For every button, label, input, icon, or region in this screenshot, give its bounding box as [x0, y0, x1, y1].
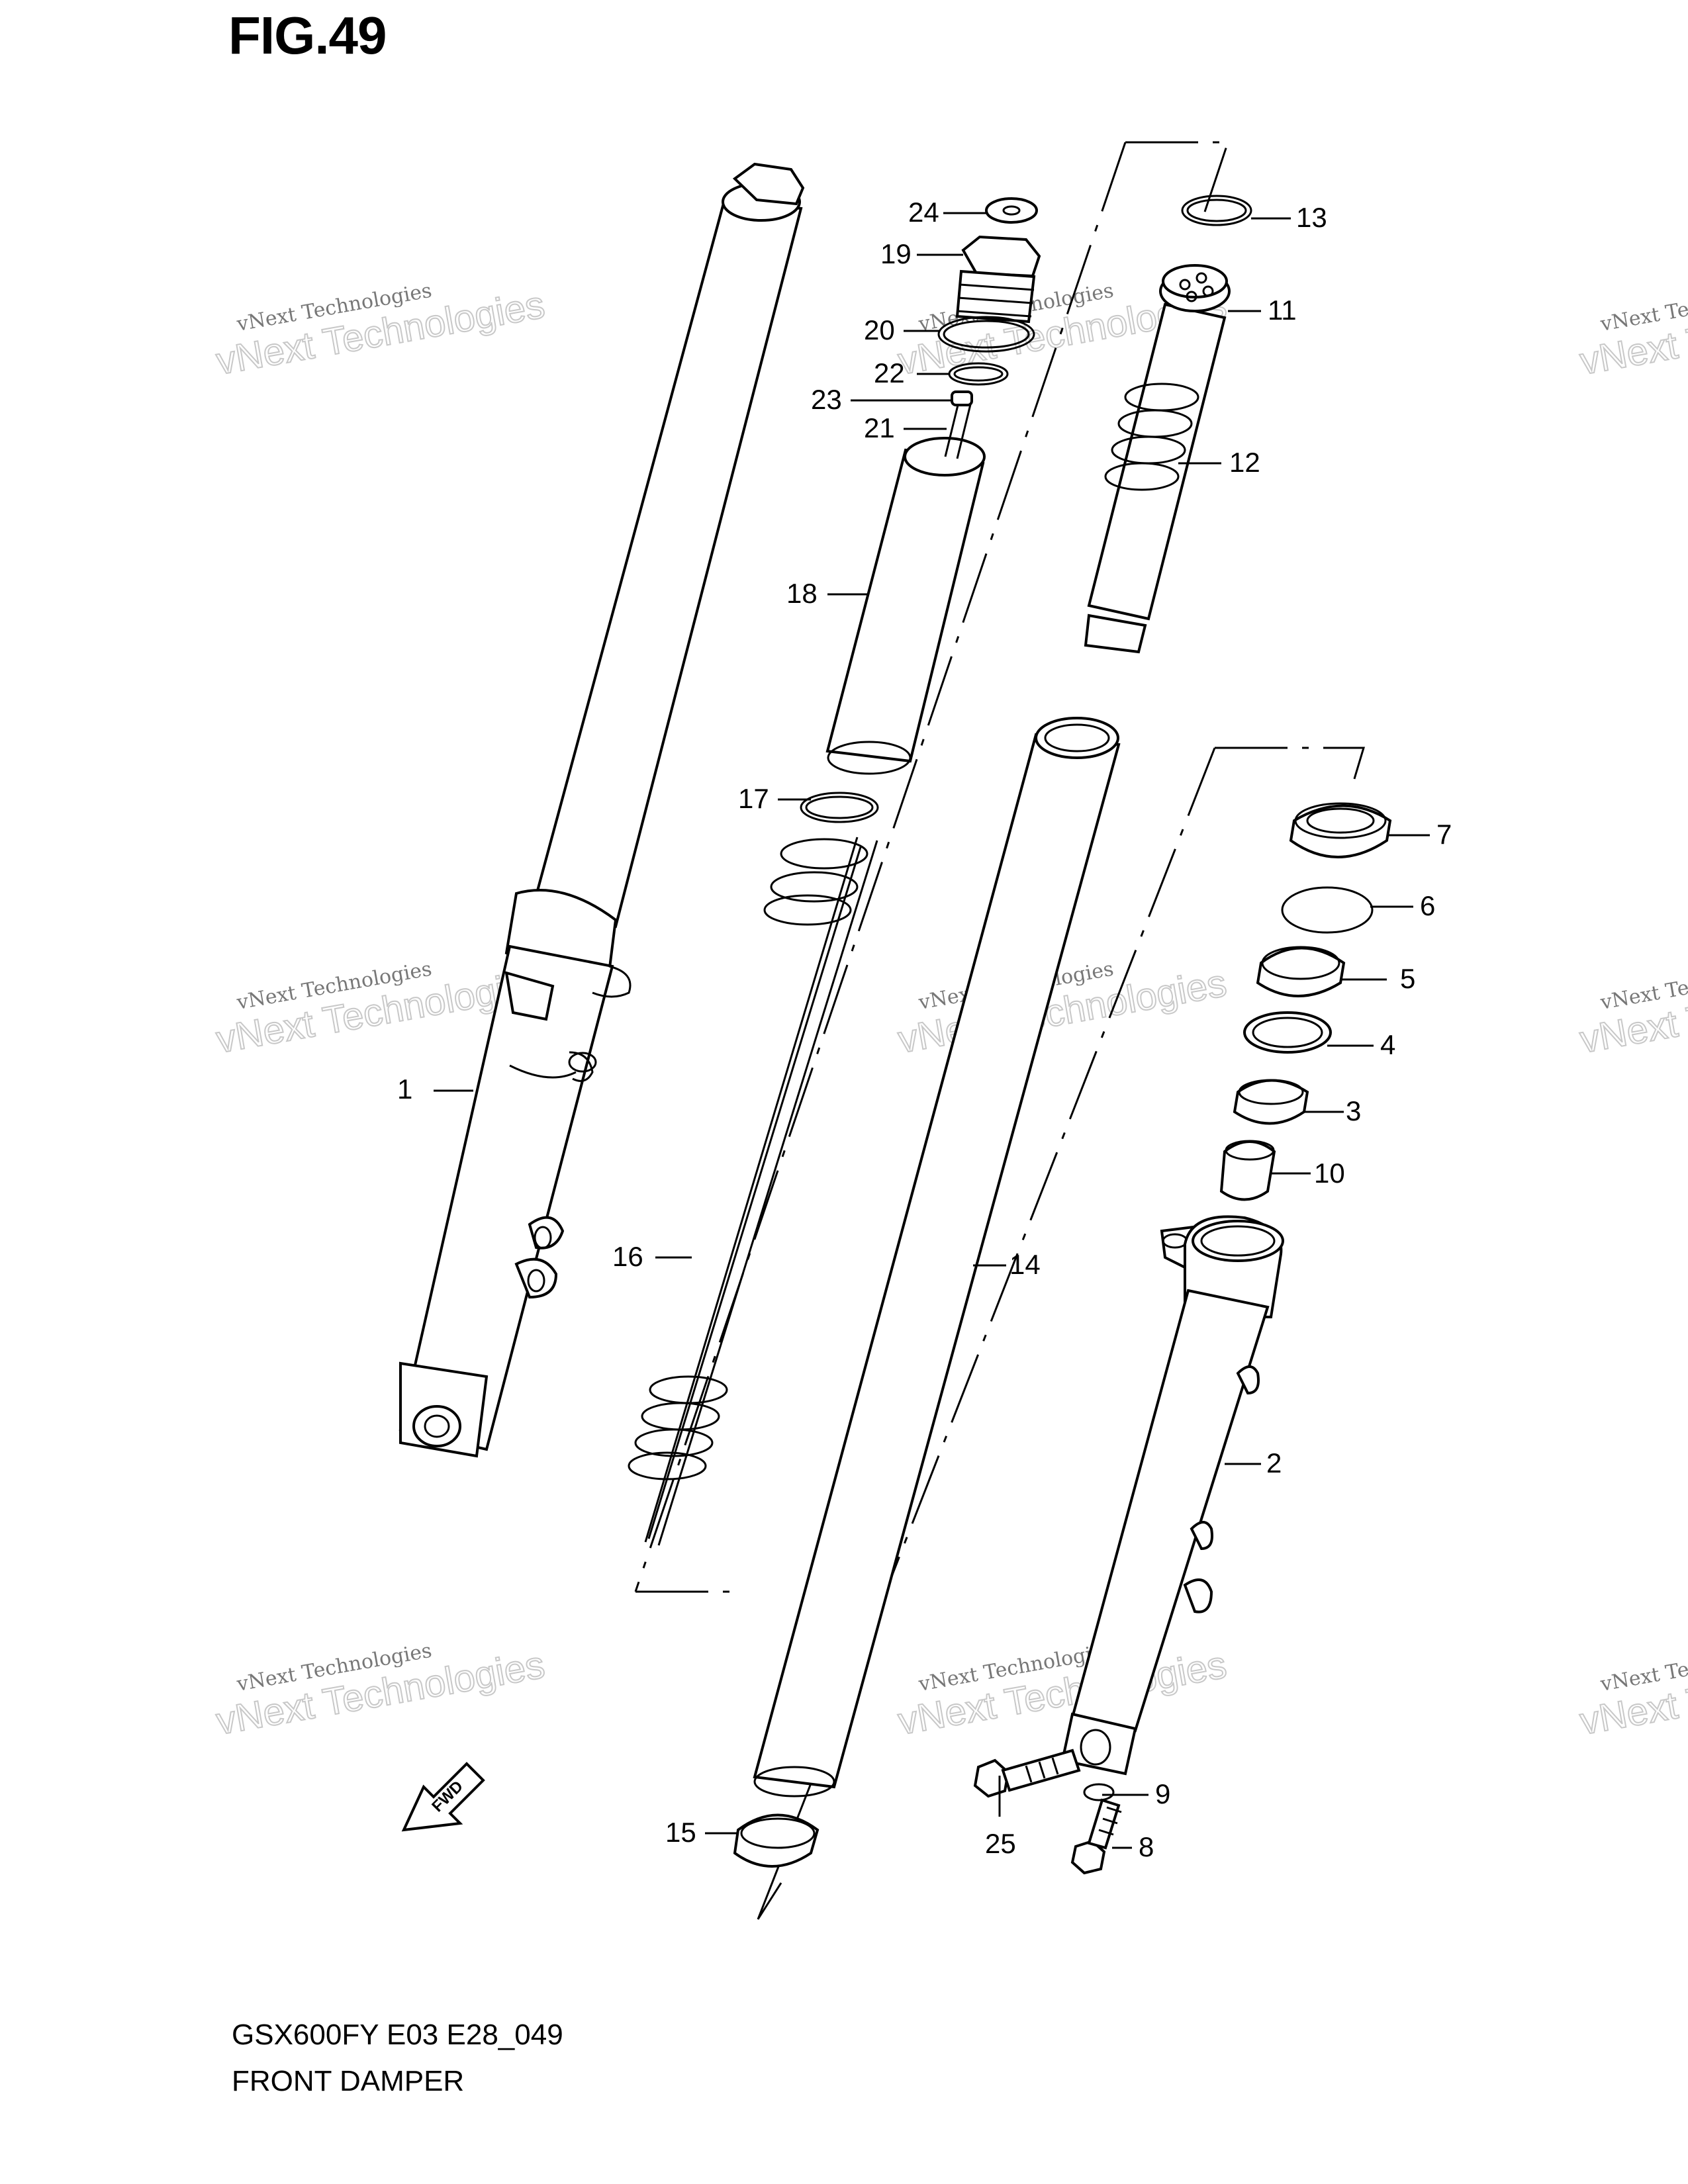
callout-5: 5 — [1400, 963, 1415, 994]
fork-spring — [628, 792, 879, 1546]
slide-bushing — [733, 1813, 820, 1868]
outer-tube-right — [1060, 1215, 1284, 1776]
figure-title: FIG.49 — [228, 6, 387, 65]
callout-18: 18 — [786, 578, 818, 609]
outer-tube-left — [399, 162, 805, 1458]
callout-13: 13 — [1296, 202, 1327, 233]
callout-labels: 1 2 3 4 5 6 7 8 9 10 11 12 13 14 15 16 1… — [397, 197, 1452, 1862]
callout-17: 17 — [738, 783, 769, 814]
callout-22: 22 — [874, 357, 905, 388]
callout-6: 6 — [1420, 890, 1435, 921]
watermark-text: vNext Technologies — [1577, 962, 1688, 1062]
callout-1: 1 — [397, 1073, 412, 1105]
watermark-text: vNext Technologies — [1577, 1643, 1688, 1743]
inner-tube — [753, 717, 1121, 1797]
callout-12: 12 — [1229, 447, 1260, 478]
callout-14: 14 — [1009, 1249, 1041, 1280]
callout-7: 7 — [1436, 819, 1452, 850]
callout-25: 25 — [985, 1828, 1016, 1859]
fwd-arrow: FWD — [401, 1762, 485, 1832]
callout-24: 24 — [908, 197, 939, 228]
callout-2: 2 — [1266, 1447, 1282, 1479]
callout-11: 11 — [1268, 295, 1297, 326]
callout-15: 15 — [665, 1817, 696, 1848]
callout-4: 4 — [1380, 1029, 1395, 1060]
damper-rod — [1084, 195, 1252, 654]
callout-8: 8 — [1139, 1831, 1154, 1862]
diagram-name: FRONT DAMPER — [232, 2065, 465, 2097]
callout-23: 23 — [811, 384, 842, 415]
callout-9: 9 — [1155, 1778, 1170, 1809]
callout-20: 20 — [864, 314, 895, 345]
spacer — [825, 437, 986, 775]
leader-lines — [434, 212, 1430, 1849]
adjuster-rod — [944, 390, 973, 459]
cap-hardware — [937, 197, 1041, 386]
model-code: GSX600FY E03 E28_049 — [232, 2019, 563, 2051]
seal-stack — [1219, 802, 1392, 1201]
callout-19: 19 — [880, 238, 912, 269]
callout-3: 3 — [1346, 1095, 1361, 1126]
watermark-text: vNext Technologies — [1577, 283, 1688, 383]
callout-16: 16 — [612, 1241, 643, 1272]
callout-21: 21 — [864, 412, 895, 443]
callout-10: 10 — [1314, 1158, 1345, 1189]
